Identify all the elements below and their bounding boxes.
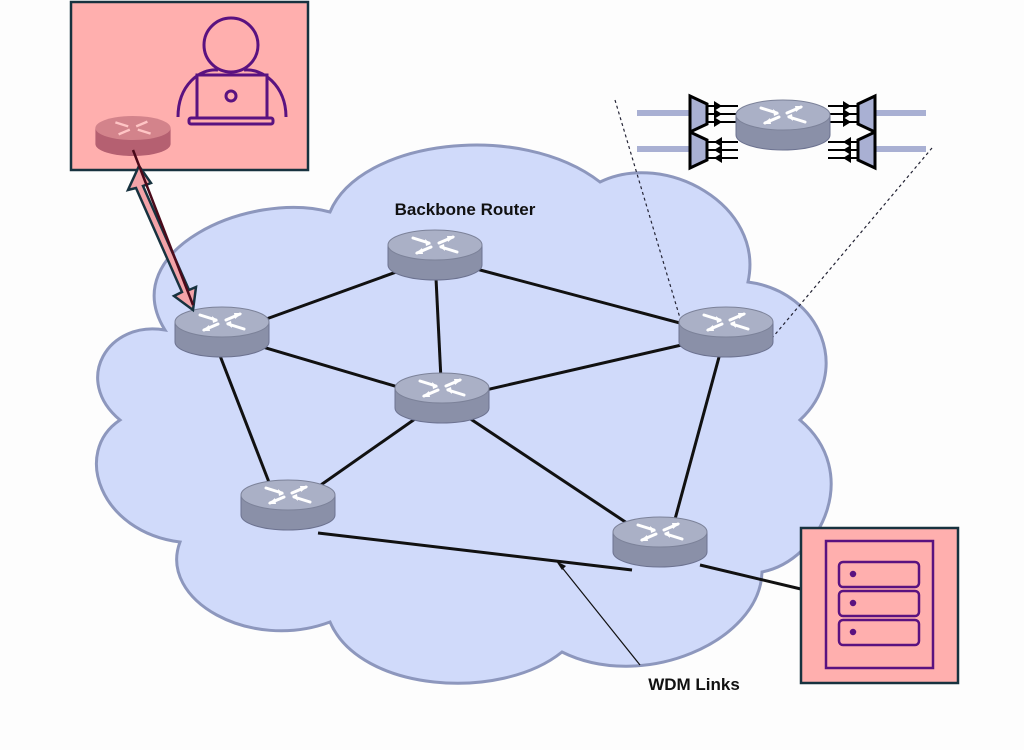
access-link-arrow [125,149,198,313]
inset-dashed-line-left [614,99,681,319]
router-icon[interactable] [611,515,709,569]
router-icon[interactable] [173,305,271,359]
link [699,563,806,592]
router-icon[interactable] [393,371,491,425]
inset-dashed-line-right [761,147,933,351]
link [317,531,633,572]
router-icon [95,116,171,156]
wdm-label-pointer [559,564,641,666]
link [666,334,727,546]
server-endpoint-box[interactable] [799,526,960,685]
wdm-multiplexer-icon [637,93,926,171]
backbone-router-label: Backbone Router [395,200,536,219]
user-endpoint-box[interactable] [69,0,310,172]
link [210,334,274,491]
link [434,256,726,337]
user-laptop-icon [176,16,288,126]
router-icon[interactable] [386,228,484,282]
router-icon[interactable] [239,478,337,532]
wdm-links-label: WDM Links [648,675,740,694]
link [441,398,661,547]
pointer-arrowhead [556,561,566,570]
server-rack-icon [824,539,935,670]
router-icon[interactable] [677,305,775,359]
router-icon [734,98,832,152]
